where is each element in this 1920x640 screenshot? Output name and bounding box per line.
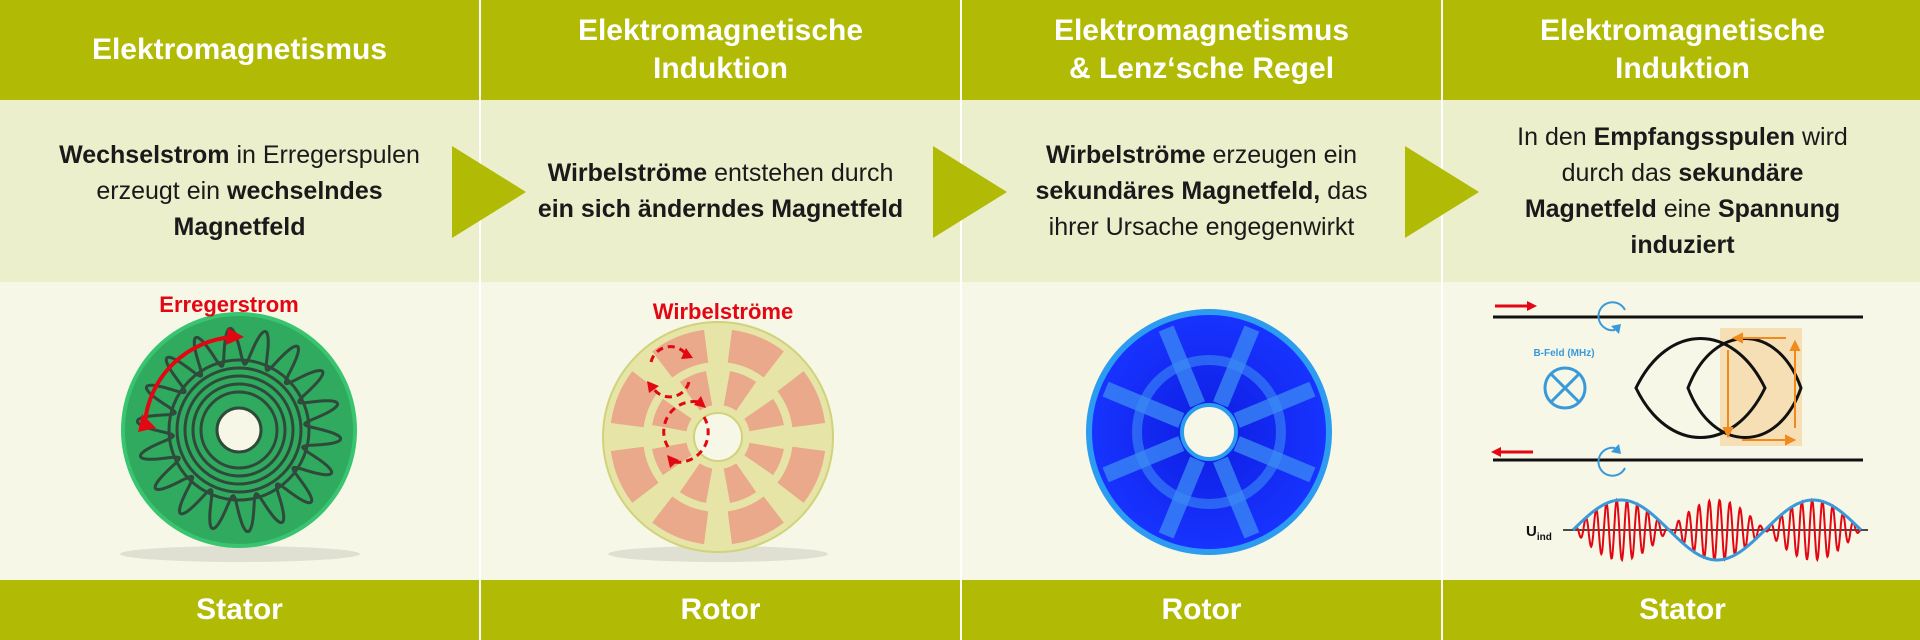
step-3-footer: Rotor: [962, 580, 1441, 640]
rotor-outer-segment: [727, 329, 784, 378]
description-run: In den: [1517, 123, 1594, 151]
u-ind-symbol: U: [1526, 523, 1537, 540]
rotor-eddy-disc-icon: Wirbelströme: [602, 299, 834, 562]
rotor-inner-segment: [744, 442, 784, 476]
step-3-image: [962, 282, 1441, 580]
step-4-header: Elektromagnetische Induktion: [1443, 0, 1920, 100]
chevron-right-arrow-icon: [452, 146, 526, 238]
description-run: sekundäres Magnetfeld,: [1035, 177, 1321, 205]
magnetic-field-disc-icon: [1086, 309, 1332, 555]
rotor-inner-segment: [652, 398, 692, 432]
b-field-label: B-Feld (MHz): [1533, 348, 1594, 359]
rotor-outer-segment: [610, 371, 659, 428]
description-run: erzeugen ein: [1205, 141, 1358, 169]
rotor-inner-segment: [679, 463, 713, 503]
column-divider: [479, 0, 481, 640]
rotor-outer-segment: [727, 496, 784, 545]
step-2-image: Wirbelströme: [481, 282, 960, 580]
step-2-footer: Rotor: [481, 580, 960, 640]
rotor-outer-segment: [652, 329, 709, 378]
step-1-footer: Stator: [0, 580, 479, 640]
step-2-column: Elektromagnetische Induktion Wirbelström…: [481, 0, 960, 640]
column-divider: [1441, 0, 1443, 640]
description-run: sekundäre Magnetfeld: [1524, 159, 1804, 223]
description-run: das ihrer Ursache engegenwirkt: [1048, 177, 1368, 241]
step-3-description: Wirbelströme erzeugen ein sekundäres Mag…: [962, 100, 1441, 282]
rotor-outer-segment: [777, 371, 826, 428]
step-4-description-text: In den Empfangsspulen wird durch das sek…: [1493, 119, 1873, 263]
description-run: wechselndes Magnetfeld: [173, 177, 383, 241]
step-2-description-text: Wirbelströme entstehen durch ein sich än…: [531, 155, 911, 227]
description-run: Empfangsspulen: [1593, 123, 1796, 151]
rotor-inner-segment: [744, 398, 784, 432]
step-1-image-label: Erregerstrom: [159, 292, 298, 317]
description-run: wird durch das: [1561, 123, 1848, 187]
step-1-image: Erregerstrom: [0, 282, 479, 580]
induction-schematic-icon: B-Feld (MHz) Uind: [1491, 301, 1868, 563]
step-4-column: Elektromagnetische Induktion In den Empf…: [1443, 0, 1920, 640]
description-run: in Erregerspulen erzeugt ein: [96, 141, 420, 205]
stator-coil-disc-icon: Erregerstrom: [120, 292, 360, 562]
description-run: Wirbelströme: [1045, 141, 1206, 169]
step-1-header: Elektromagnetismus: [0, 0, 479, 100]
step-3-header: Elektromagnetismus & Lenz‘sche Regel: [962, 0, 1441, 100]
step-2-title: Elektromagnetische Induktion: [577, 14, 864, 85]
step-2-description: Wirbelströme entstehen durch ein sich än…: [481, 100, 960, 282]
u-ind-label: Uind: [1526, 523, 1552, 543]
description-run: Wechselstrom: [59, 141, 230, 169]
step-4-footer: Stator: [1443, 580, 1920, 640]
step-2-image-label: Wirbelströme: [653, 299, 793, 324]
rotor-inner-segment: [679, 371, 713, 411]
step-1-description: Wechselstrom in Erregerspulen erzeugt ei…: [0, 100, 479, 282]
field-ring: [1132, 355, 1286, 509]
description-run: Spannung induziert: [1630, 195, 1841, 259]
description-run: eine: [1656, 195, 1718, 223]
rotor-inner-segment: [723, 463, 757, 503]
description-run: Wirbelströme: [547, 159, 708, 187]
step-3-column: Elektromagnetismus & Lenz‘sche Regel Wir…: [962, 0, 1441, 640]
description-run: ein sich änderndes Magnetfeld: [537, 195, 904, 223]
column-divider: [960, 0, 962, 640]
step-4-title: Elektromagnetische Induktion: [1539, 14, 1826, 85]
chevron-right-arrow-icon: [933, 146, 1007, 238]
rotor-outer-segment: [652, 496, 709, 545]
chevron-right-arrow-icon: [1405, 146, 1479, 238]
step-1-column: Elektromagnetismus Wechselstrom in Erreg…: [0, 0, 479, 640]
step-1-title: Elektromagnetismus: [91, 33, 388, 66]
rotor-outer-segment: [777, 446, 826, 503]
step-4-description: In den Empfangsspulen wird durch das sek…: [1443, 100, 1920, 282]
u-ind-subscript: ind: [1537, 532, 1552, 543]
step-3-title: Elektromagnetismus & Lenz‘sche Regel: [1053, 14, 1350, 85]
step-1-description-text: Wechselstrom in Erregerspulen erzeugt ei…: [50, 137, 430, 245]
description-run: entstehen durch: [707, 159, 894, 187]
step-4-image: B-Feld (MHz) Uind: [1443, 282, 1920, 580]
rotor-inner-segment: [723, 371, 757, 411]
step-2-header: Elektromagnetische Induktion: [481, 0, 960, 100]
rotor-outer-segment: [610, 446, 659, 503]
step-3-description-text: Wirbelströme erzeugen ein sekundäres Mag…: [1012, 137, 1392, 245]
